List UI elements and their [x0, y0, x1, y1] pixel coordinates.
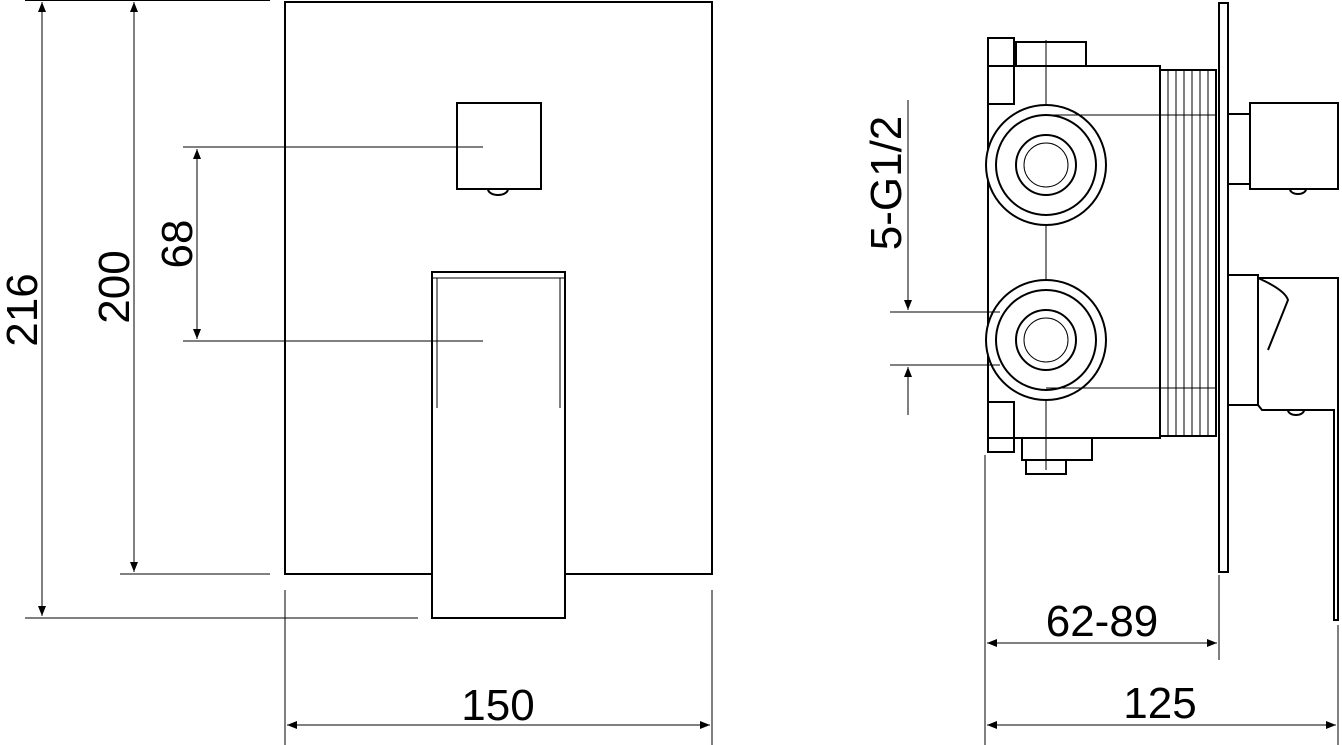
inlet-lower	[985, 279, 1215, 401]
diverter-knob	[456, 102, 542, 196]
dim-216: 216	[0, 273, 47, 346]
inlet-upper	[985, 104, 1215, 226]
dim-62-89: 62-89	[1046, 597, 1159, 646]
dim-150: 150	[461, 681, 534, 730]
side-view: 5-G1/2 62-89 125	[862, 2, 1339, 745]
mixer-lever-side	[1228, 274, 1339, 621]
threaded-sleeve	[1159, 69, 1217, 437]
mixer-lever	[431, 271, 566, 619]
dim-200: 200	[90, 250, 139, 323]
cover-plate-side	[1218, 2, 1229, 573]
mounting-brackets	[987, 37, 1093, 475]
front-view: 216 200 68 150	[0, 0, 713, 745]
dim-68: 68	[153, 220, 202, 269]
dim-5-g1-2: 5-G1/2	[862, 116, 911, 251]
diverter-knob-side	[1227, 102, 1339, 195]
dim-125: 125	[1123, 679, 1196, 728]
extension-lines-side	[890, 311, 1339, 745]
extension-lines	[25, 0, 713, 745]
